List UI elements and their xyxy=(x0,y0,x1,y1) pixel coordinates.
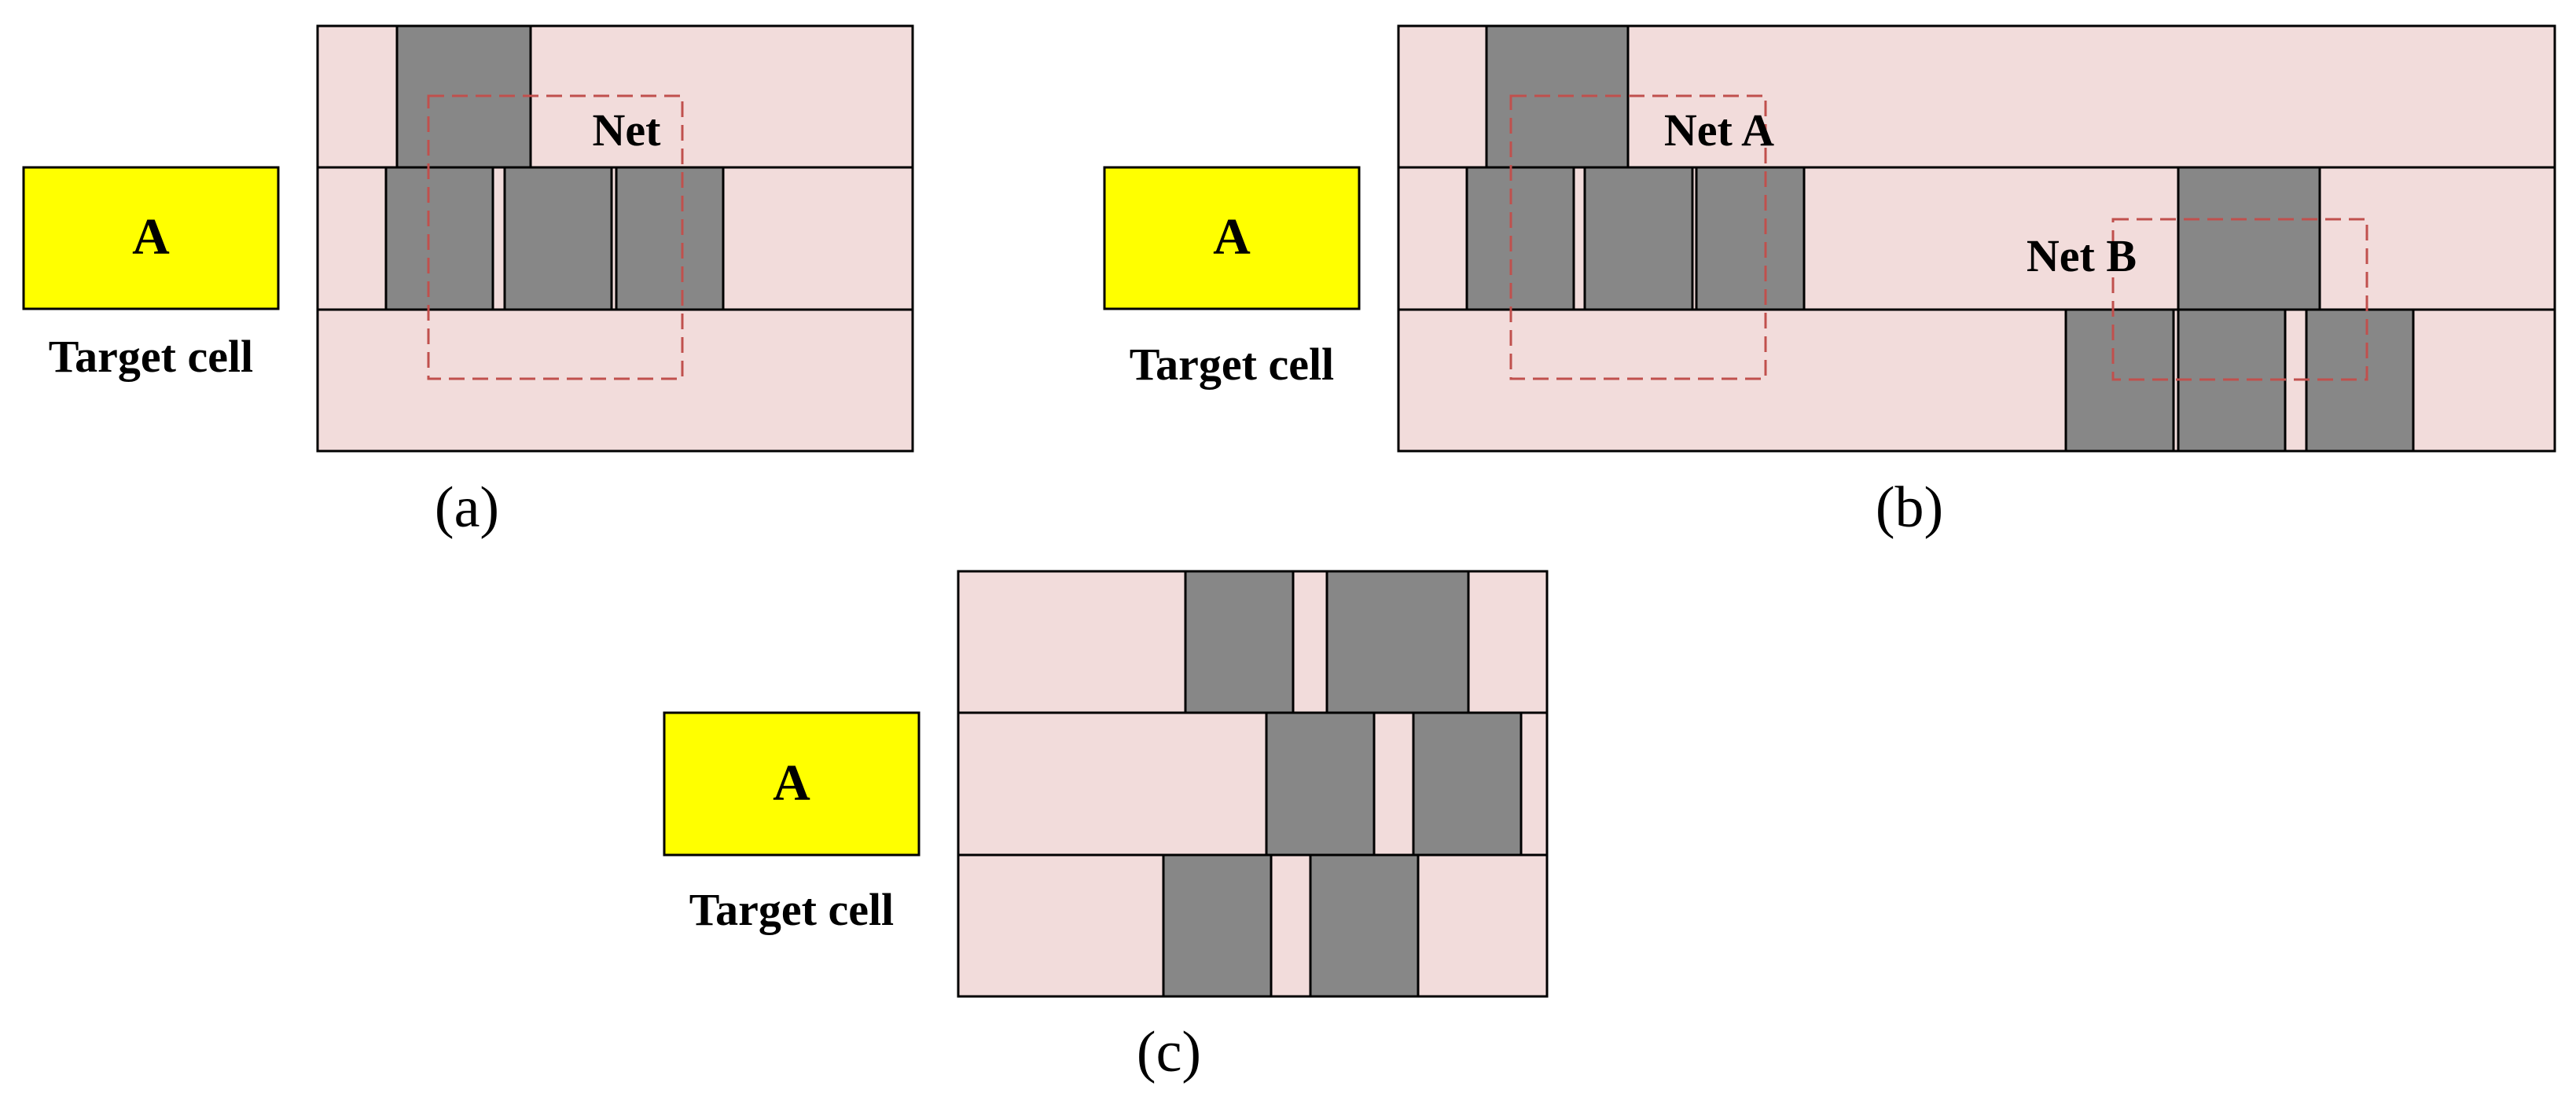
placed-cell xyxy=(1325,570,1470,714)
net-label: Net xyxy=(593,105,662,156)
target-cell-a-label: Target cell xyxy=(49,331,253,382)
placed-cell xyxy=(1265,711,1376,857)
target-cell-c-box xyxy=(663,711,921,857)
placed-cell xyxy=(1309,853,1420,998)
placed-cell xyxy=(615,166,725,311)
placed-cell xyxy=(1695,166,1806,311)
target-cell-b-label: Target cell xyxy=(1130,339,1334,390)
panel-a: A Target cell Net (a) xyxy=(22,24,914,540)
target-cell-b-letter: A xyxy=(1213,208,1251,266)
caption-a: (a) xyxy=(435,475,499,540)
target-cell-b-box xyxy=(1103,166,1361,310)
row-a-3 xyxy=(316,308,914,453)
placed-cell xyxy=(1162,853,1273,998)
target-cell-a-box xyxy=(22,166,280,310)
caption-b: (b) xyxy=(1876,475,1943,540)
panel-b: A Target cell Net A Net B (b) xyxy=(1103,24,2556,540)
placed-cell xyxy=(1583,166,1694,311)
target-cell-c-letter: A xyxy=(773,754,810,812)
placed-cell xyxy=(384,166,494,311)
net-bounding-box xyxy=(427,94,684,380)
target-cell-c-label: Target cell xyxy=(689,884,894,935)
placed-cell xyxy=(1465,166,1575,311)
placed-cell xyxy=(1412,711,1523,857)
net-b-label: Net B xyxy=(2027,230,2137,281)
caption-c: (c) xyxy=(1137,1020,1201,1084)
panel-c: A Target cell (c) xyxy=(663,570,1549,1084)
target-cell-a-letter: A xyxy=(132,208,170,266)
net-b-bounding-box xyxy=(2111,218,2368,381)
placed-cell xyxy=(1184,570,1295,714)
placed-cell xyxy=(2177,166,2321,311)
placed-cell xyxy=(503,166,613,311)
net-a-label: Net A xyxy=(1664,105,1774,156)
net-a-bounding-box xyxy=(1509,94,1767,380)
